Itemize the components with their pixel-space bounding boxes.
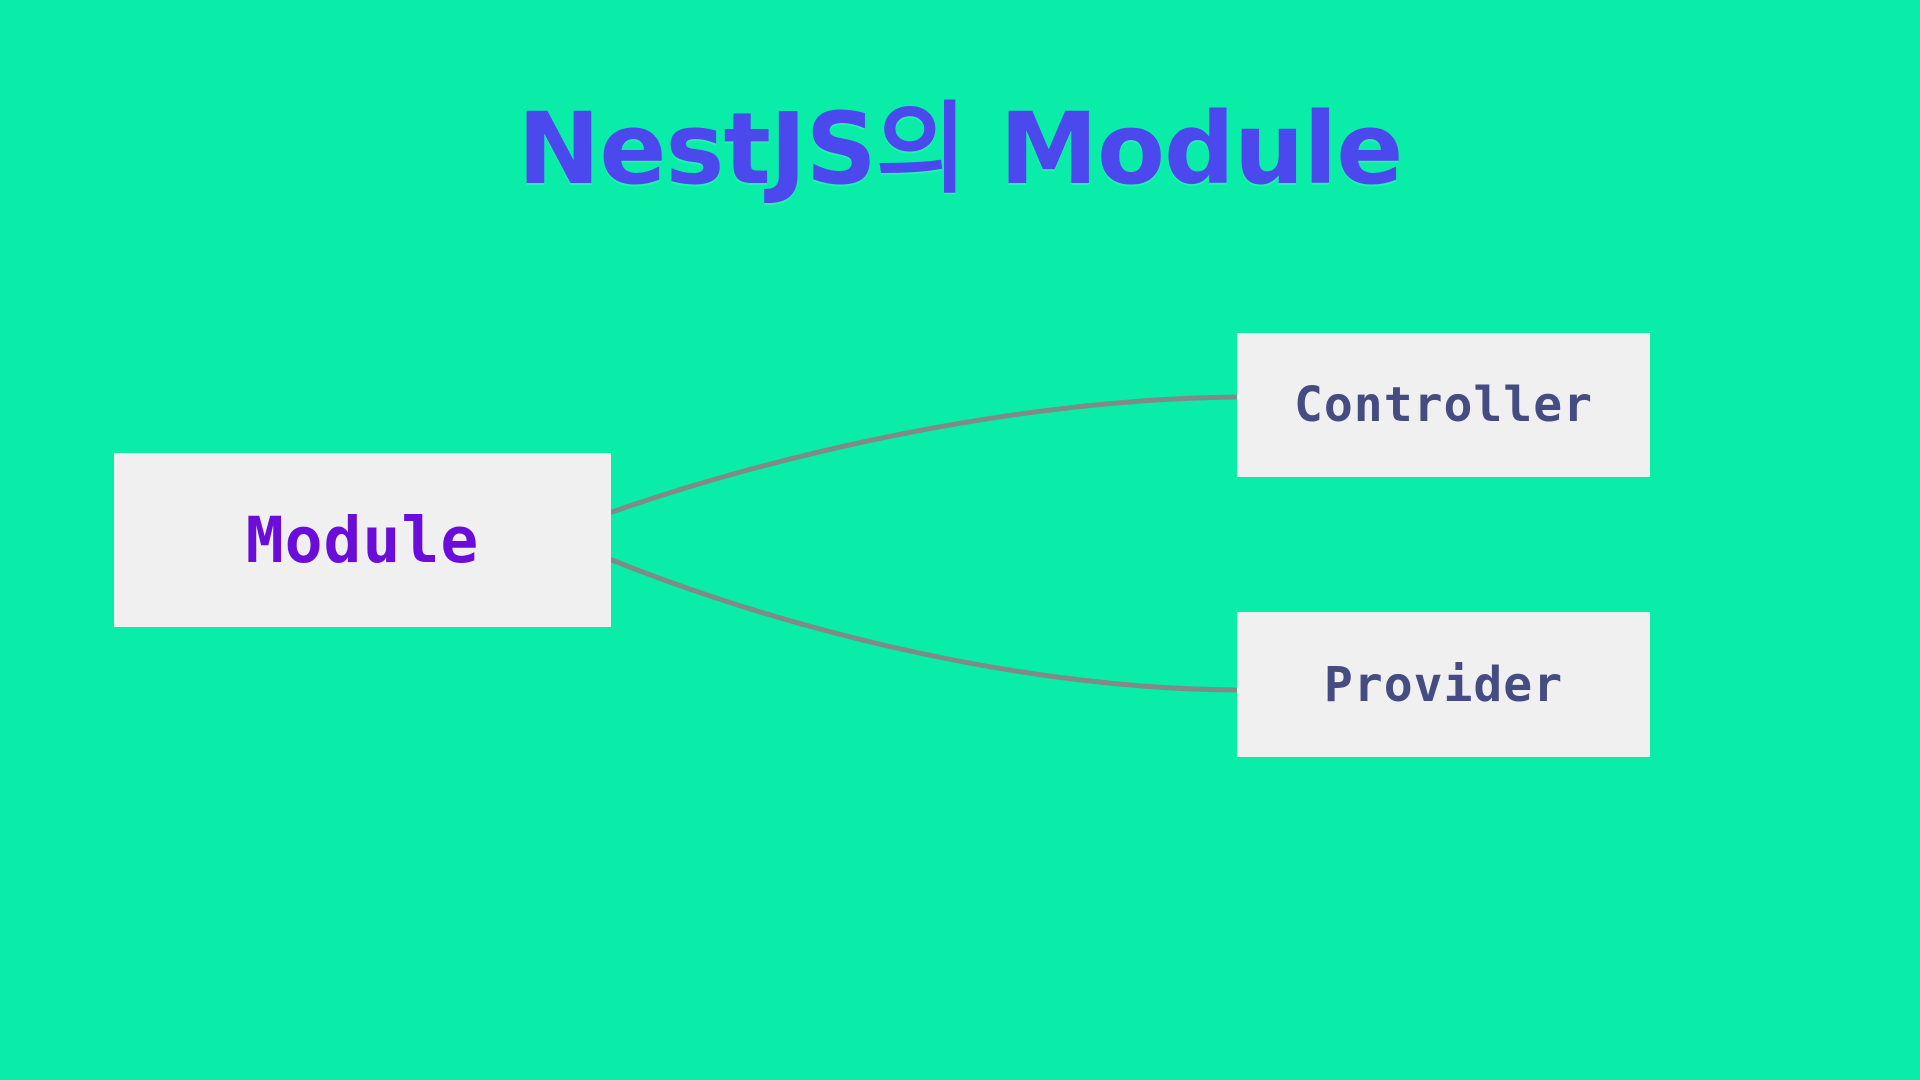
node-module-label: Module [245,503,480,577]
edge-module-provider [609,557,1238,693]
node-provider[interactable]: Provider [1237,612,1650,757]
node-controller-label: Controller [1294,377,1593,433]
node-module[interactable]: Module [114,453,611,627]
node-provider-label: Provider [1323,656,1564,713]
page-title: NestJS의 Module [517,92,1404,207]
node-controller[interactable]: Controller [1237,333,1650,477]
edge-module-controller [609,394,1238,515]
